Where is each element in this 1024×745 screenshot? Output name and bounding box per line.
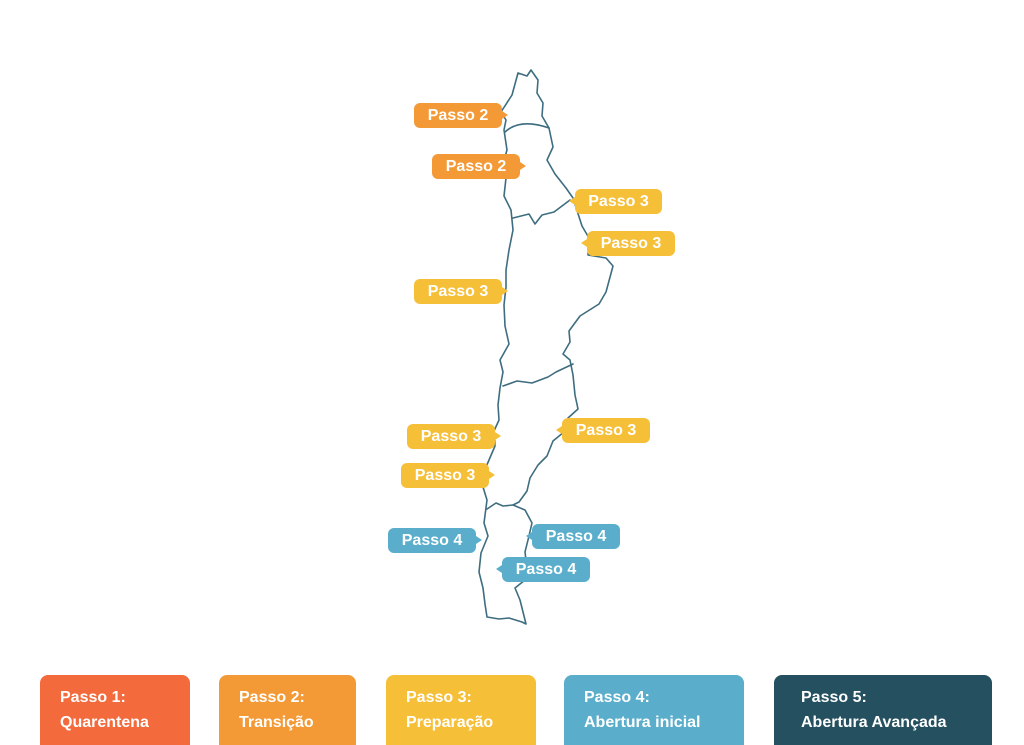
legend-step-2-title: Passo 2:: [239, 689, 305, 706]
map-label-step-3: Passo 3: [401, 463, 495, 488]
legend-step-1-title: Passo 1:: [60, 689, 126, 706]
map-label-step-3: Passo 3: [556, 418, 650, 443]
map-label-step-3: Passo 3: [569, 189, 662, 214]
legend-step-2-name: Transição: [239, 714, 314, 731]
map-label-step-2: Passo 2: [432, 154, 526, 179]
legend-step-3-title: Passo 3:: [406, 689, 472, 706]
legend-step-3: Passo 3: Preparação: [386, 675, 536, 745]
legend-step-2: Passo 2: Transição: [219, 675, 356, 745]
region-border-2: [512, 199, 571, 225]
region-border-4: [486, 502, 514, 510]
map-label-step-2-north: Passo 2: [414, 103, 508, 128]
legend-step-4-title: Passo 4:: [584, 689, 650, 706]
map-label-step-3: Passo 3: [414, 279, 508, 304]
legend-step-5-name: Abertura Avançada: [801, 714, 947, 731]
legend-step-3-name: Preparação: [406, 714, 494, 731]
region-border-3: [502, 363, 574, 387]
map-label-step-3: Passo 3: [407, 424, 501, 449]
legend-step-4: Passo 4: Abertura inicial: [564, 675, 744, 745]
legend-step-5: Passo 5: Abertura Avançada: [774, 675, 992, 745]
region-border-1: [504, 123, 550, 133]
legend-step-4-name: Abertura inicial: [584, 714, 701, 731]
map-label-step-4: Passo 4: [496, 557, 590, 582]
legend-step-5-title: Passo 5:: [801, 689, 867, 706]
legend-step-1-name: Quarentena: [60, 714, 149, 731]
legend-step-1: Passo 1: Quarentena: [40, 675, 190, 745]
map-label-step-3: Passo 3: [581, 231, 675, 256]
map-label-step-4: Passo 4: [526, 524, 620, 549]
map-label-step-4: Passo 4: [388, 528, 482, 553]
